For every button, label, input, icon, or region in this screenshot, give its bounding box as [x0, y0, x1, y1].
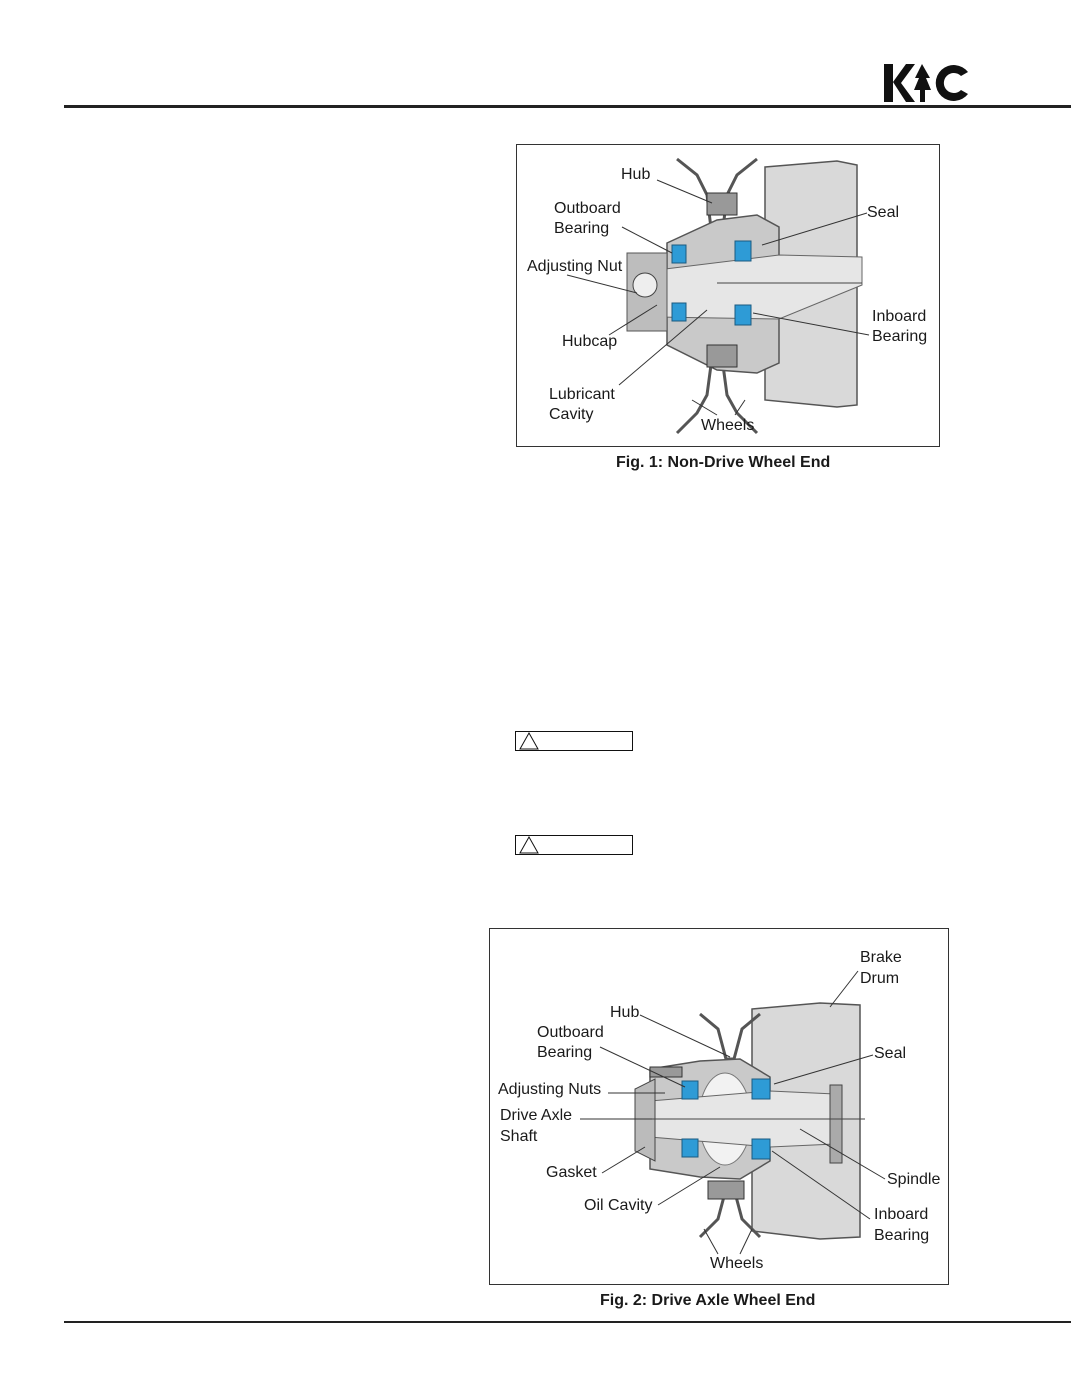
- fig1-label-hubcap: Hubcap: [562, 333, 618, 350]
- footer-rule: [64, 1321, 1071, 1323]
- fig1-label-outboard-bearing-1: Outboard: [554, 200, 621, 217]
- fig1-label-seal: Seal: [867, 204, 900, 221]
- figure-2-diagram: [580, 970, 886, 1255]
- fig1-label-adjusting-nut: Adjusting Nut: [527, 258, 623, 275]
- fig1-label-hub: Hub: [621, 166, 651, 183]
- fig1-label-lubricant-cavity-1: Lubricant: [549, 386, 615, 403]
- kic-logo: [884, 62, 970, 104]
- figure-1-caption: Fig. 1: Non-Drive Wheel End: [616, 454, 831, 471]
- fig1-label-inboard-bearing-2: Bearing: [872, 328, 928, 345]
- fig2-label-outboard-bearing-1: Outboard: [537, 1024, 604, 1041]
- fig2-label-inboard-bearing-2: Bearing: [874, 1227, 930, 1244]
- figure-1-diagram: [566, 157, 870, 435]
- fig2-label-outboard-bearing-2: Bearing: [537, 1044, 593, 1061]
- fig1-label-wheels: Wheels: [701, 417, 755, 434]
- fig2-label-inboard-bearing-1: Inboard: [874, 1206, 929, 1223]
- fig1-label-inboard-bearing-1: Inboard: [872, 308, 927, 325]
- figure-2-drive-axle-wheel-end: Brake Drum Hub Outboard Bearing Seal Adj…: [489, 928, 949, 1285]
- warning-triangle-icon: [519, 836, 539, 854]
- fig2-label-brake-drum-2: Drum: [860, 970, 900, 987]
- fig2-label-drive-axle-shaft-2: Shaft: [500, 1128, 538, 1145]
- figure-2-caption: Fig. 2: Drive Axle Wheel End: [600, 1292, 816, 1309]
- fig2-label-adjusting-nuts: Adjusting Nuts: [498, 1081, 602, 1098]
- fig2-label-spindle: Spindle: [887, 1171, 941, 1188]
- fig1-label-outboard-bearing-2: Bearing: [554, 220, 610, 237]
- fig1-label-lubricant-cavity-2: Cavity: [549, 406, 594, 423]
- fig2-label-seal: Seal: [874, 1045, 907, 1062]
- fig2-label-drive-axle-shaft-1: Drive Axle: [500, 1107, 573, 1124]
- fig2-label-wheels: Wheels: [710, 1255, 764, 1272]
- fig2-label-oil-cavity: Oil Cavity: [584, 1197, 653, 1214]
- fig2-label-brake-drum-1: Brake: [860, 949, 902, 966]
- warning-box-2: [515, 835, 633, 855]
- header-rule: [64, 105, 1071, 108]
- fig2-label-gasket: Gasket: [546, 1164, 597, 1181]
- warning-triangle-icon: [519, 732, 539, 750]
- figure-1-non-drive-wheel-end: Hub Outboard Bearing Adjusting Nut Seal …: [516, 144, 940, 447]
- fig2-label-hub: Hub: [610, 1004, 640, 1021]
- warning-box-1: [515, 731, 633, 751]
